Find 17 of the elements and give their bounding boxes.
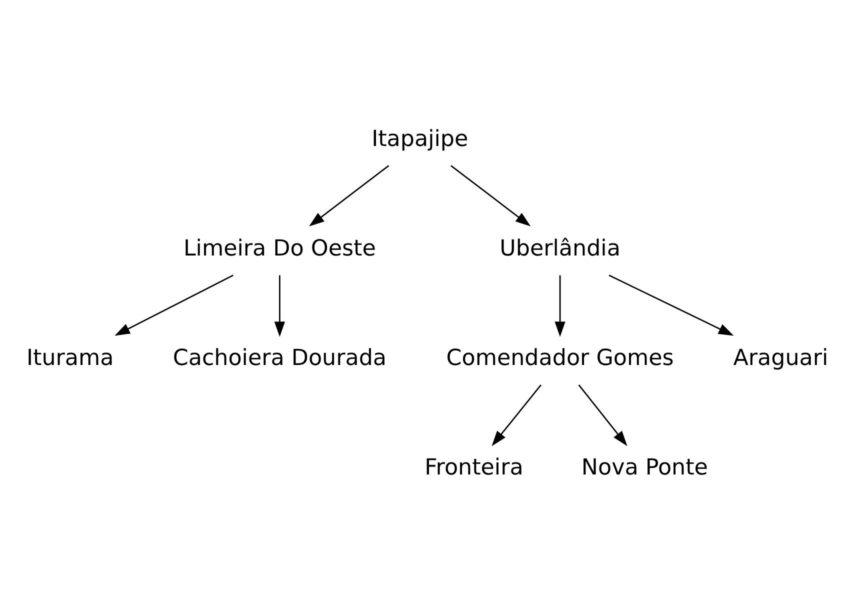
arrow: [554, 275, 565, 337]
arrow: [114, 274, 233, 336]
node-text: Araguari: [732, 345, 828, 372]
node-text: Limeira Do Oeste: [182, 235, 376, 262]
node-text: Comendador Gomes: [446, 345, 674, 372]
arrow: [578, 384, 627, 446]
node-text: Nova Ponte: [580, 454, 708, 481]
arrow: [450, 165, 530, 226]
arrow: [308, 165, 389, 226]
arrow: [274, 275, 285, 337]
node-text: Cachoiera Dourada: [172, 345, 386, 372]
node-text: Iturama: [26, 345, 114, 372]
node-text: Itapajipe: [371, 126, 468, 152]
arrow: [491, 384, 541, 446]
node-text: Uberlândia: [499, 235, 620, 262]
arrow: [608, 274, 734, 336]
node-text: Fronteira: [424, 454, 523, 481]
